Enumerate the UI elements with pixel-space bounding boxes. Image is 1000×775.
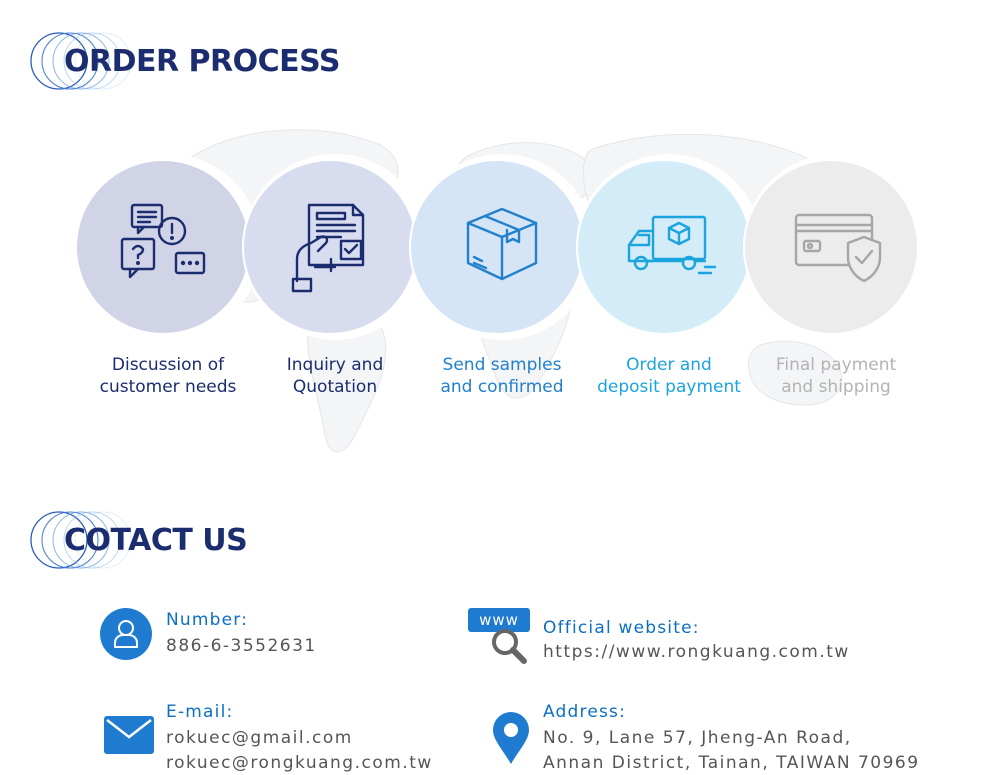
user-icon (100, 608, 152, 660)
step-circle (242, 154, 428, 340)
section-title: COTACT US (64, 522, 248, 558)
step-circle (75, 154, 261, 340)
website-label: Official website: (543, 618, 700, 638)
step-circle (576, 154, 762, 340)
step-label: Final payment and shipping (775, 355, 897, 397)
website-link[interactable]: https://www.rongkuang.com.tw (543, 642, 850, 662)
www-search-icon: www (468, 608, 530, 664)
email-link-2[interactable]: rokuec@rongkuang.com.tw (166, 753, 433, 773)
page-title: ORDER PROCESS (64, 43, 341, 79)
step-label: Send samples and confirmed (440, 355, 564, 397)
document-hand-icon (291, 203, 365, 293)
step-label: Inquiry and Quotation (286, 355, 384, 397)
www-badge: www (468, 608, 530, 632)
address-label: Address: (543, 702, 627, 722)
address-line-1: No. 9, Lane 57, Jheng-An Road, (543, 728, 852, 748)
delivery-truck-icon (627, 215, 717, 275)
location-pin-icon (493, 712, 529, 764)
envelope-icon (104, 716, 154, 754)
rings-decoration-icon (30, 511, 132, 569)
contact-heading: COTACT US (28, 509, 248, 571)
step-circle (743, 154, 929, 340)
step-label: Discussion of customer needs (99, 355, 237, 397)
email-link-1[interactable]: rokuec@gmail.com (166, 728, 353, 748)
order-process-heading: ORDER PROCESS (28, 30, 341, 92)
chat-question-icon (120, 203, 206, 279)
box-icon (466, 207, 538, 281)
number-value: 886-6-3552631 (166, 636, 317, 656)
address-line-2: Annan District, Tainan, TAIWAN 70969 (543, 753, 920, 773)
card-shield-icon (794, 213, 882, 283)
step-label: Order and deposit payment (597, 355, 741, 397)
email-label: E-mail: (166, 702, 234, 722)
rings-decoration-icon (30, 32, 132, 90)
number-label: Number: (166, 610, 249, 630)
